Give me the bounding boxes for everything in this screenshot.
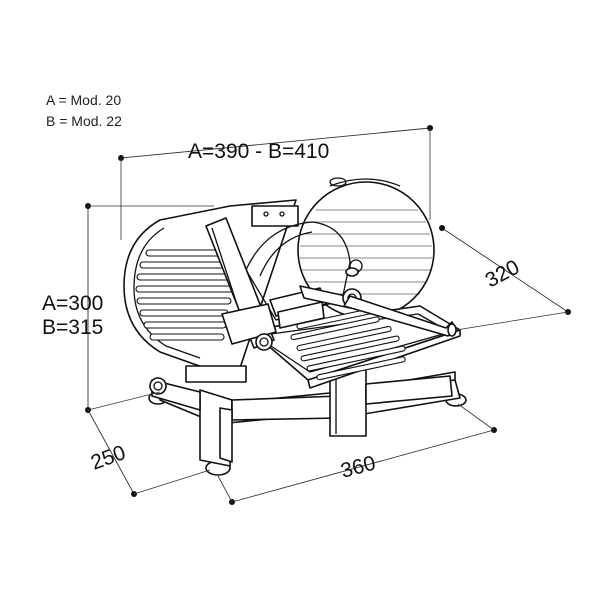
thickness-knob bbox=[345, 267, 359, 277]
legend-model-b: B = Mod. 22 bbox=[46, 113, 122, 129]
pusher-arm bbox=[205, 217, 277, 351]
top-plate bbox=[251, 205, 299, 227]
clear-shield bbox=[245, 221, 351, 321]
height-label-b: B=315 bbox=[42, 316, 103, 339]
base-width-label: 360 bbox=[338, 452, 378, 483]
width-label: A=390 - B=410 bbox=[188, 140, 329, 163]
model-legend: A = Mod. 20 B = Mod. 22 bbox=[46, 90, 122, 132]
base-depth-dimension-line bbox=[87, 409, 135, 495]
depth-label: 320 bbox=[482, 256, 524, 293]
power-knob bbox=[149, 377, 167, 395]
height-label-a: A=300 bbox=[42, 292, 103, 315]
base-block bbox=[151, 369, 461, 467]
legend-model-a: A = Mod. 20 bbox=[46, 92, 122, 108]
depth-dimension-line bbox=[441, 227, 569, 313]
base-width-dimension-line bbox=[231, 429, 495, 503]
base-depth-label: 250 bbox=[88, 441, 129, 475]
slicer-machine bbox=[123, 177, 467, 476]
tray-slots bbox=[290, 307, 406, 381]
dimension-lines bbox=[85, 125, 571, 505]
width-dimension-line bbox=[120, 127, 431, 159]
body-lower-plate bbox=[185, 365, 247, 383]
